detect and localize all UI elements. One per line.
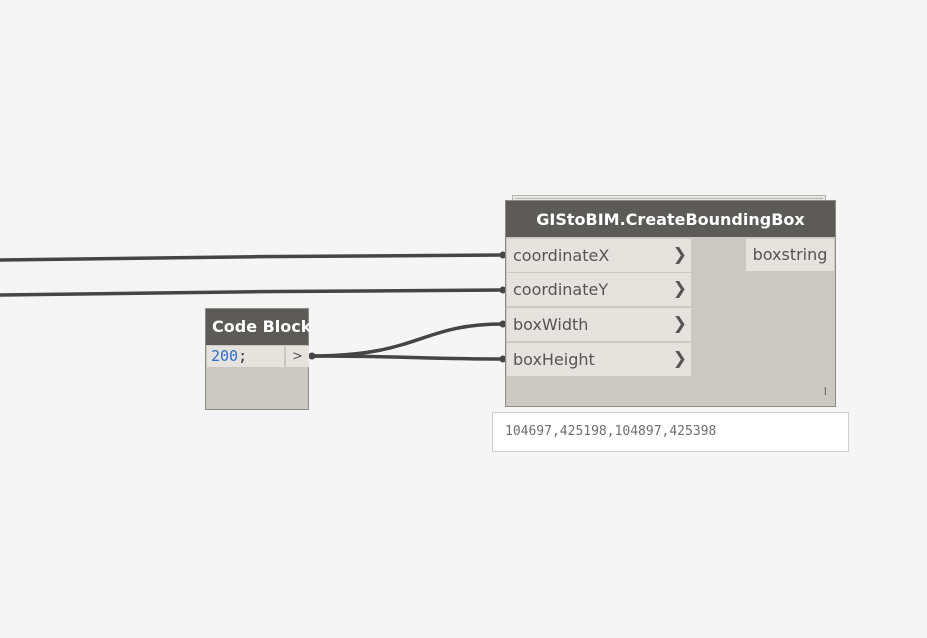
input-port-coordinatex[interactable]: coordinateX ❯ — [507, 239, 691, 272]
code-block-output-port[interactable]: > — [285, 346, 309, 367]
input-port-boxwidth[interactable]: boxWidth ❯ — [507, 308, 691, 341]
code-block-title[interactable]: Code Block — [206, 309, 311, 345]
input-port-boxheight[interactable]: boxHeight ❯ — [507, 343, 691, 376]
wire-coordinateX[interactable] — [0, 253, 504, 262]
create-bounding-box-node[interactable]: GIStoBIM.CreateBoundingBox coordinateX ❯… — [505, 200, 836, 407]
node-title[interactable]: GIStoBIM.CreateBoundingBox — [506, 201, 835, 237]
input-port-label: boxHeight — [513, 350, 595, 369]
wire-boxWidth[interactable] — [311, 322, 504, 358]
output-port-boxstring[interactable]: boxstring — [746, 239, 834, 271]
code-block-node[interactable]: Code Block 200; > — [205, 308, 311, 410]
chevron-right-icon: ❯ — [672, 349, 687, 369]
chevron-right-icon: ❯ — [672, 314, 687, 334]
chevron-right-icon: ❯ — [672, 245, 687, 265]
input-port-coordinatey[interactable]: coordinateY ❯ — [507, 273, 691, 306]
input-port-label: coordinateY — [513, 280, 609, 299]
input-port-label: coordinateX — [513, 246, 610, 265]
lacing-indicator[interactable]: I — [823, 385, 827, 398]
node-stack-indicator — [512, 195, 826, 203]
input-port-label: boxWidth — [513, 315, 589, 334]
node-preview-bubble[interactable]: 104697,425198,104897,425398 — [492, 412, 849, 452]
code-block-editor[interactable]: 200; — [207, 346, 284, 367]
port-dot-codeblock-out — [308, 352, 316, 360]
wire-boxHeight[interactable] — [311, 354, 504, 361]
chevron-right-icon: ❯ — [672, 279, 687, 299]
code-block-value: 200 — [211, 347, 239, 365]
wire-coordinateY[interactable] — [0, 288, 504, 297]
code-block-terminator: ; — [238, 347, 248, 365]
